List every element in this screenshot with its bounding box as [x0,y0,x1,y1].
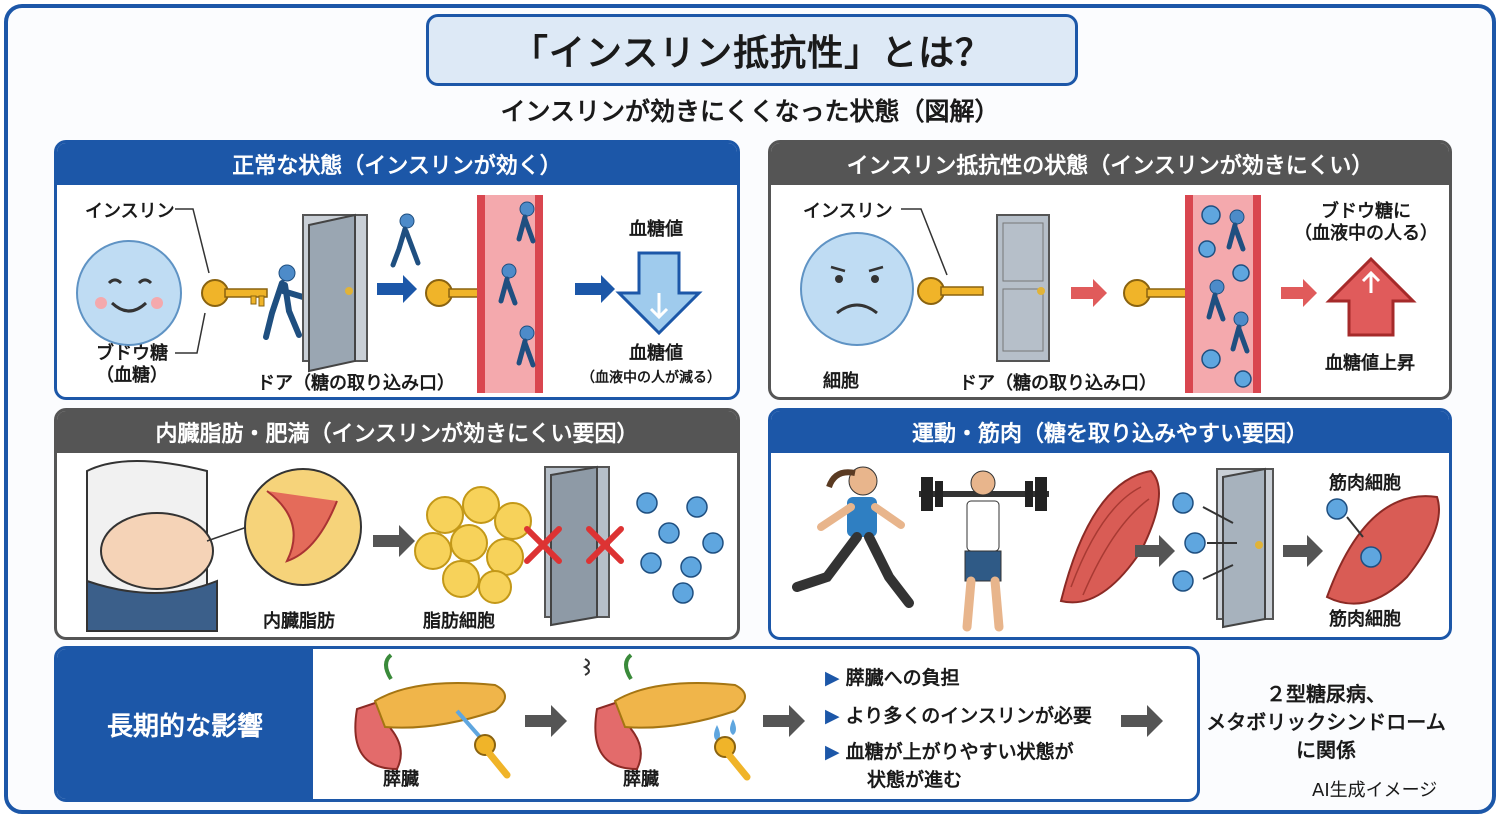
normal-insulin-label: インスリン [85,201,175,222]
bullet-more-insulin: ▶より多くのインスリンが必要 [825,705,1092,727]
panel-resistance-header: インスリン抵抗性の状態（インスリンが効きにくい） [771,143,1449,185]
long-term-header: 長期的な影響 [57,649,313,799]
person-icon [263,264,306,340]
blocked-x-icon [524,526,624,564]
normal-illustration [76,195,703,393]
panel-resistance: インスリン抵抗性の状態（インスリンが効きにくい） インスリン 細胞 ドア（糖の取… [768,140,1452,400]
panel-exercise-header: 運動・筋肉（糖を取り込みやすい要因） [771,411,1449,453]
panel-fat: 内臓脂肪・肥満（インスリンが効きにくい要因） 内臓脂肪 脂肪細胞 [54,408,740,640]
smiling-insulin-icon [76,240,182,346]
bullet-blood-sugar-rise: ▶血糖が上がりやすい状態が [825,741,1074,763]
arrow-icon [373,525,415,557]
key-icon [917,277,984,305]
key-icon [425,279,492,307]
watermark: AI生成イメージ [1312,780,1438,801]
panel-fat-header: 内臓脂肪・肥満（インスリンが効きにくい要因） [57,411,737,453]
normal-blood-sugar-note: （血液中の人が減る） [581,370,721,386]
panel-exercise: 運動・筋肉（糖を取り込みやすい要因） 筋肉細胞 筋肉細胞 [768,408,1452,640]
sad-insulin-icon [800,232,914,346]
fat-illustration [86,460,724,632]
fat-cell-label: 脂肪細胞 [423,611,495,632]
arrow-icon [575,275,615,303]
barbell-icon [919,470,1049,632]
flow-arrows [1202,506,1237,580]
muscle-cell-label-top: 筋肉細胞 [1329,473,1401,494]
key-icon [201,279,268,307]
runner-icon [792,466,914,608]
resist-glucose-note: ブドウ糖に（血液中の人る） [1294,201,1438,244]
glucose-dots [1198,205,1252,388]
arrow-icon [1121,705,1163,737]
panel-normal: 正常な状態（インスリンが効く） インスリン ブドウ糖（血糖） ドア（糖の取り込み… [54,140,740,400]
pancreas-label-2: 膵臓 [623,769,659,790]
page-subtitle: インスリンが効きにくくなった状態（図解） [500,97,1000,126]
obese-body-icon [86,460,218,632]
resist-result-label: 血糖値上昇 [1325,353,1415,374]
glucose-dots [1172,492,1206,592]
visceral-fat-label: 内臓脂肪 [263,611,335,632]
blood-vessel [1185,195,1261,393]
normal-blood-sugar-top: 血糖値 [629,219,683,240]
open-door-icon [1216,467,1274,629]
muscle-cell-label-bottom: 筋肉細胞 [1329,609,1401,630]
normal-blood-sugar-bottom: 血糖値 [629,343,683,364]
muscle-icon [1059,469,1160,604]
up-arrow-icon [1325,256,1417,337]
resist-cell-label: 細胞 [823,371,859,392]
long-term-result: ２型糖尿病、 メタボリックシンドローム に関係 [1206,682,1446,762]
arrow-icon [1135,535,1175,567]
closed-door-icon [544,465,610,627]
panel-long-term: 長期的な影響 膵臓 膵臓 ▶膵臓への負担 ▶より多くのインスリンが必要 ▶血糖が… [54,646,1200,802]
panel-normal-header: 正常な状態（インスリンが効く） [57,143,737,185]
bullet-progression: 状態が進む [867,769,963,791]
arrow-icon [1283,535,1323,567]
person-icon [390,213,421,268]
pancreas-icon [354,653,511,779]
tired-pancreas-icon [582,653,751,781]
arrow-icon [1071,279,1107,307]
resist-door-label: ドア（糖の取り込み口） [959,373,1157,394]
arrow-icon [525,705,567,737]
closed-door-icon [996,214,1050,362]
fat-cells-icon [414,486,532,604]
people-in-vessel [1206,209,1250,354]
arrow-icon [1281,279,1317,307]
pancreas-label-1: 膵臓 [383,769,419,790]
exercise-illustration [792,466,1440,632]
bullet-pancreas-burden: ▶膵臓への負担 [825,667,960,689]
arrow-icon [377,275,417,303]
key-icon [1123,279,1192,307]
arrow-icon [763,705,805,737]
people-in-vessel [498,201,536,368]
normal-glucose-label: ブドウ糖（血糖） [96,343,168,386]
muscle-cell-icon [1325,495,1440,605]
resist-insulin-label: インスリン [803,201,893,222]
visceral-fat-closeup-icon [244,468,362,586]
resistance-illustration [800,195,1417,393]
open-door-icon [302,213,368,373]
glucose-dots [636,492,724,604]
pancreas-illustration [354,653,1163,781]
page-title: 「インスリン抵抗性」とは？ [426,14,1078,86]
normal-door-label: ドア（糖の取り込み口） [257,373,455,394]
